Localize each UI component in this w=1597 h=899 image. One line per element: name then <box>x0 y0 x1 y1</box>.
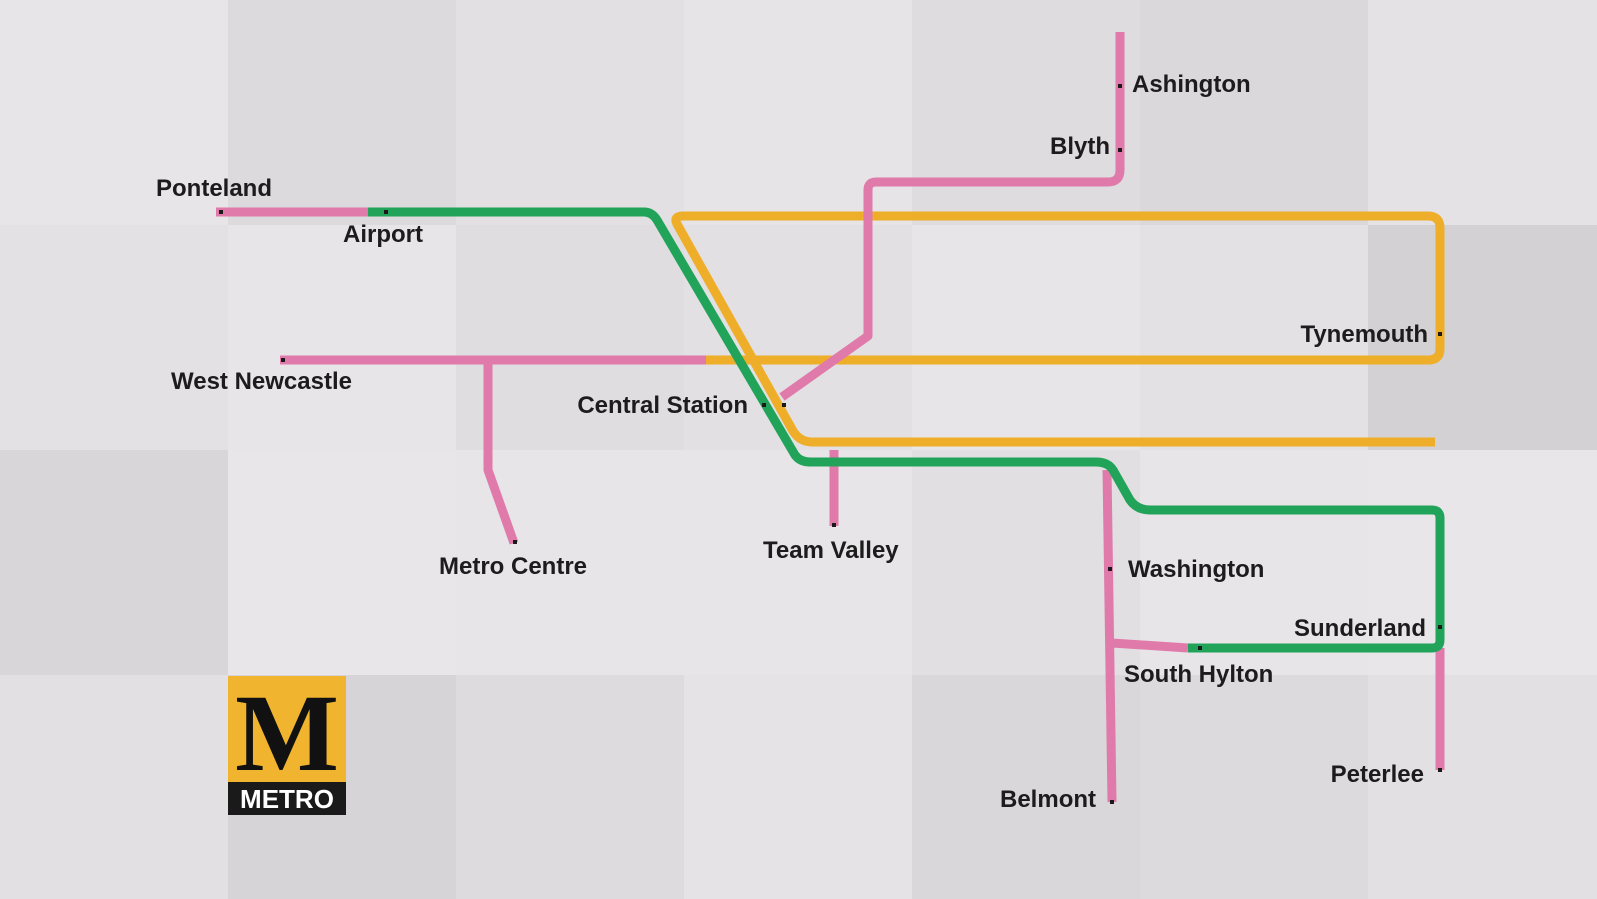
metro-logo-word: METRO <box>240 784 334 814</box>
label-ashington: Ashington <box>1132 71 1251 98</box>
label-west-newcastle: West Newcastle <box>171 368 352 395</box>
label-team-valley: Team Valley <box>763 537 899 564</box>
stop-sunderland <box>1438 625 1442 629</box>
label-peterlee: Peterlee <box>1331 761 1424 788</box>
stop-ashington <box>1118 84 1122 88</box>
stop-metro-centre <box>513 540 517 544</box>
green-line <box>368 207 1445 653</box>
label-central-station: Central Station <box>577 392 748 419</box>
yellow-line-loop <box>671 211 1445 447</box>
label-airport: Airport <box>343 221 423 248</box>
stop-south-hylton <box>1198 646 1202 650</box>
station-markers <box>219 84 1442 804</box>
green-line-route <box>368 207 1445 653</box>
pink-line-metro-centre-branch <box>483 360 519 545</box>
label-ponteland: Ponteland <box>156 175 272 202</box>
pink-line-belmont-branch <box>1102 469 1117 803</box>
stop-west-newcastle <box>281 358 285 362</box>
metro-logo-band <box>228 782 346 815</box>
label-metro-centre: Metro Centre <box>439 553 587 580</box>
label-belmont: Belmont <box>1000 786 1096 813</box>
stop-central-station-a <box>762 403 766 407</box>
label-blyth: Blyth <box>1050 133 1110 160</box>
label-sunderland: Sunderland <box>1294 615 1426 642</box>
stop-washington <box>1108 567 1112 571</box>
stop-team-valley <box>832 523 836 527</box>
stop-belmont <box>1110 800 1114 804</box>
metro-logo: M METRO <box>228 672 346 815</box>
stop-ponteland <box>219 210 223 214</box>
pink-line <box>216 32 1445 803</box>
metro-logo-badge <box>228 676 346 784</box>
pink-line-south-hylton-spur <box>1111 638 1189 653</box>
label-tynemouth: Tynemouth <box>1300 321 1428 348</box>
stop-blyth <box>1118 148 1122 152</box>
stop-tynemouth <box>1438 332 1442 336</box>
metro-logo-letter: M <box>235 672 339 794</box>
stop-airport <box>384 210 388 214</box>
station-labels: Ashington Blyth Ponteland Airport Tynemo… <box>156 71 1428 813</box>
yellow-line <box>671 211 1445 447</box>
stop-peterlee <box>1438 768 1442 772</box>
label-washington: Washington <box>1128 556 1264 583</box>
label-south-hylton: South Hylton <box>1124 661 1273 688</box>
stop-central-station-b <box>782 403 786 407</box>
pink-line-north-branch <box>779 32 1125 401</box>
